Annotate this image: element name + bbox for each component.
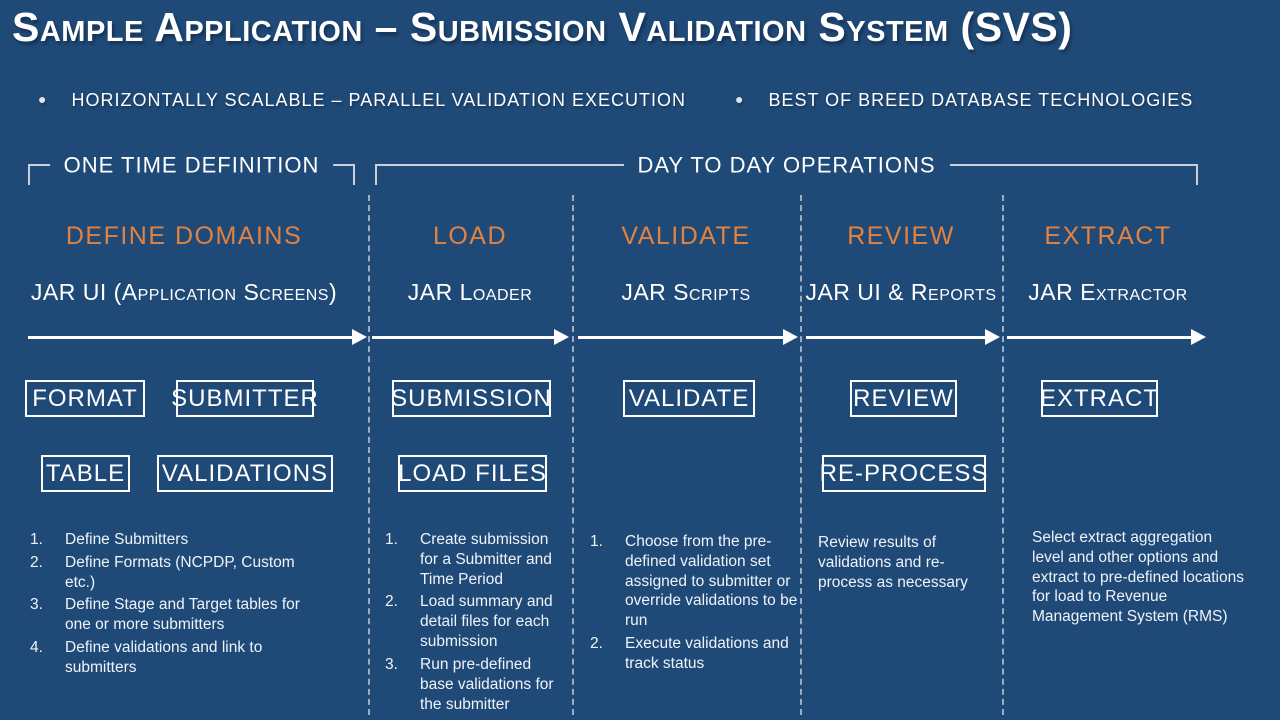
column-header-validate: VALIDATE bbox=[621, 222, 751, 250]
bullet-icon: ● bbox=[38, 91, 48, 107]
bullet-item: ● BEST OF BREED DATABASE TECHNOLOGIES bbox=[735, 90, 1193, 111]
column-header-review: REVIEW bbox=[847, 222, 955, 250]
tool-label-jar-loader: JAR Loader bbox=[407, 279, 533, 305]
phase-bracket-label: ONE TIME DEFINITION bbox=[49, 152, 334, 179]
flow-arrow bbox=[372, 329, 569, 345]
step-box-validate: VALIDATE bbox=[623, 380, 755, 417]
note-item: Define Formats (NCPDP, Custom etc.) bbox=[30, 553, 295, 591]
notes-validate: Choose from the pre-defined validation s… bbox=[588, 532, 798, 677]
phase-bracket-day-to-day-operations: DAY TO DAY OPERATIONS bbox=[375, 152, 1198, 185]
column-divider bbox=[800, 195, 802, 715]
tool-label-jar-extractor: JAR Extractor bbox=[1028, 279, 1188, 305]
bullet-text: HORIZONTALLY SCALABLE – PARALLEL VALIDAT… bbox=[71, 90, 686, 110]
page-title: Sample Application – Submission Validati… bbox=[12, 4, 1073, 50]
column-divider bbox=[1002, 195, 1004, 715]
column-divider bbox=[572, 195, 574, 715]
step-box-submitter: SUBMITTER bbox=[171, 380, 318, 417]
notes-extract: Select extract aggregation level and oth… bbox=[1032, 528, 1244, 630]
flow-arrow bbox=[28, 329, 367, 345]
note-item: Run pre-defined base validations for the… bbox=[385, 655, 554, 713]
column-header-load: LOAD bbox=[432, 222, 508, 250]
phase-bracket-one-time-definition: ONE TIME DEFINITION bbox=[28, 152, 355, 185]
notes-define-domains: Define Submitters Define Formats (NCPDP,… bbox=[28, 530, 328, 681]
column-header-define-domains: DEFINE DOMAINS bbox=[65, 222, 303, 250]
note-item: Execute validations and track status bbox=[590, 634, 789, 672]
tool-label-jar-scripts: JAR Scripts bbox=[621, 279, 751, 305]
flow-arrow bbox=[578, 329, 798, 345]
step-box-table: TABLE bbox=[41, 455, 130, 492]
note-item: Create submission for a Submitter and Ti… bbox=[385, 530, 552, 588]
notes-load: Create submission for a Submitter and Ti… bbox=[383, 530, 568, 717]
step-box-validations: VALIDATIONS bbox=[157, 455, 333, 492]
tool-label-jar-ui-reports: JAR UI & Reports bbox=[805, 279, 997, 305]
bullet-item: ● HORIZONTALLY SCALABLE – PARALLEL VALIDA… bbox=[38, 90, 686, 111]
step-box-format: FORMAT bbox=[25, 380, 145, 417]
phase-bracket-label: DAY TO DAY OPERATIONS bbox=[623, 152, 950, 179]
bullet-text: BEST OF BREED DATABASE TECHNOLOGIES bbox=[768, 90, 1194, 110]
bullet-icon: ● bbox=[735, 91, 745, 107]
step-box-review: REVIEW bbox=[850, 380, 957, 417]
note-item: Define validations and link to submitter… bbox=[30, 638, 263, 676]
note-item: Select extract aggregation level and oth… bbox=[1032, 529, 1244, 626]
flow-arrow bbox=[1007, 329, 1206, 345]
note-item: Choose from the pre-defined validation s… bbox=[590, 532, 798, 630]
column-divider bbox=[368, 195, 370, 715]
note-item: Define Stage and Target tables for one o… bbox=[30, 595, 300, 634]
note-item: Define Submitters bbox=[30, 530, 189, 550]
tool-label-jar-ui: JAR UI (Application Screens) bbox=[30, 279, 338, 305]
note-item: Review results of validations and re-pro… bbox=[818, 534, 968, 591]
flow-arrow bbox=[806, 329, 1000, 345]
step-box-re-process: RE-PROCESS bbox=[820, 455, 987, 492]
note-item: Load summary and detail files for each s… bbox=[385, 592, 553, 651]
step-box-load-files: LOAD FILES bbox=[398, 455, 547, 492]
step-box-extract: EXTRACT bbox=[1040, 380, 1158, 417]
step-box-submission: SUBMISSION bbox=[391, 380, 551, 417]
column-header-extract: EXTRACT bbox=[1044, 222, 1172, 250]
notes-review: Review results of validations and re-pro… bbox=[818, 533, 998, 595]
